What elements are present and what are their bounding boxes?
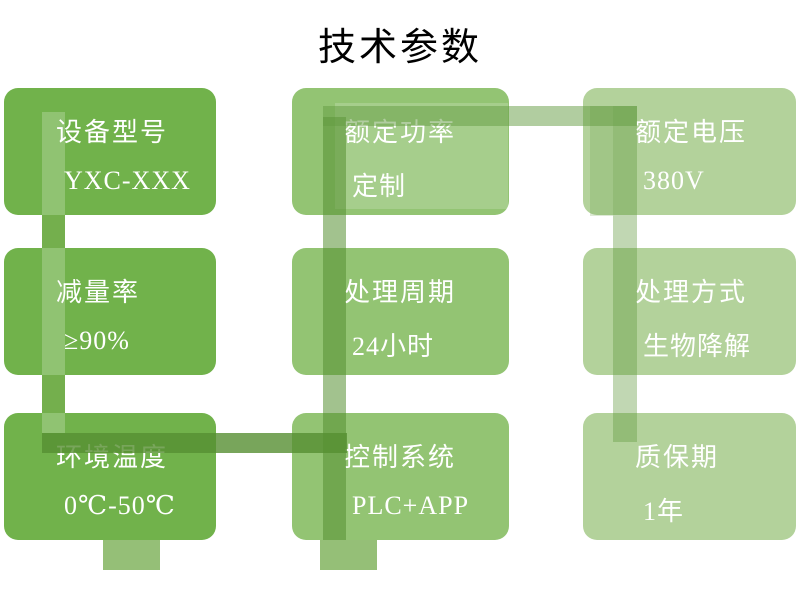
spec-label: 减量率: [56, 278, 141, 307]
connector-top-horizontal: [323, 106, 637, 126]
slide-title: 技术参数: [317, 27, 482, 69]
connector-tab-middle: [320, 540, 377, 570]
spec-value: 24小时: [352, 332, 435, 361]
spec-value: ≥90%: [64, 326, 130, 355]
spec-label: 设备型号: [56, 118, 169, 147]
connector-col2-vertical: [323, 117, 346, 540]
spec-label: 控制系统: [344, 443, 457, 472]
connector-col3-entry-stripe: [590, 106, 613, 216]
spec-box-device-model: 设备型号 YXC-XXX: [4, 88, 216, 215]
spec-value: 380V: [643, 166, 705, 195]
spec-value: 1年: [643, 497, 685, 526]
connector-tab-left: [103, 540, 160, 570]
connector-bottom-horizontal: [42, 433, 347, 453]
spec-value: PLC+APP: [352, 491, 470, 520]
spec-value: 0℃-50℃: [64, 491, 176, 520]
spec-label: 质保期: [635, 443, 720, 472]
spec-value: 定制: [352, 172, 407, 201]
connector-col1-stripe-1: [42, 112, 65, 215]
connector-col3-vertical: [613, 106, 637, 442]
connector-col1-stripe-2: [42, 248, 65, 375]
spec-box-warranty-period: 质保期 1年: [583, 413, 796, 540]
spec-label: 处理周期: [344, 278, 457, 307]
spec-box-reduction-rate: 减量率 ≥90%: [4, 248, 216, 375]
spec-label: 处理方式: [635, 278, 748, 307]
spec-box-treatment-method: 处理方式 生物降解: [583, 248, 796, 375]
spec-value: YXC-XXX: [64, 166, 191, 195]
spec-value: 生物降解: [643, 332, 752, 361]
spec-label: 额定电压: [635, 118, 748, 147]
connector-col1-stripe-3: [42, 413, 65, 433]
